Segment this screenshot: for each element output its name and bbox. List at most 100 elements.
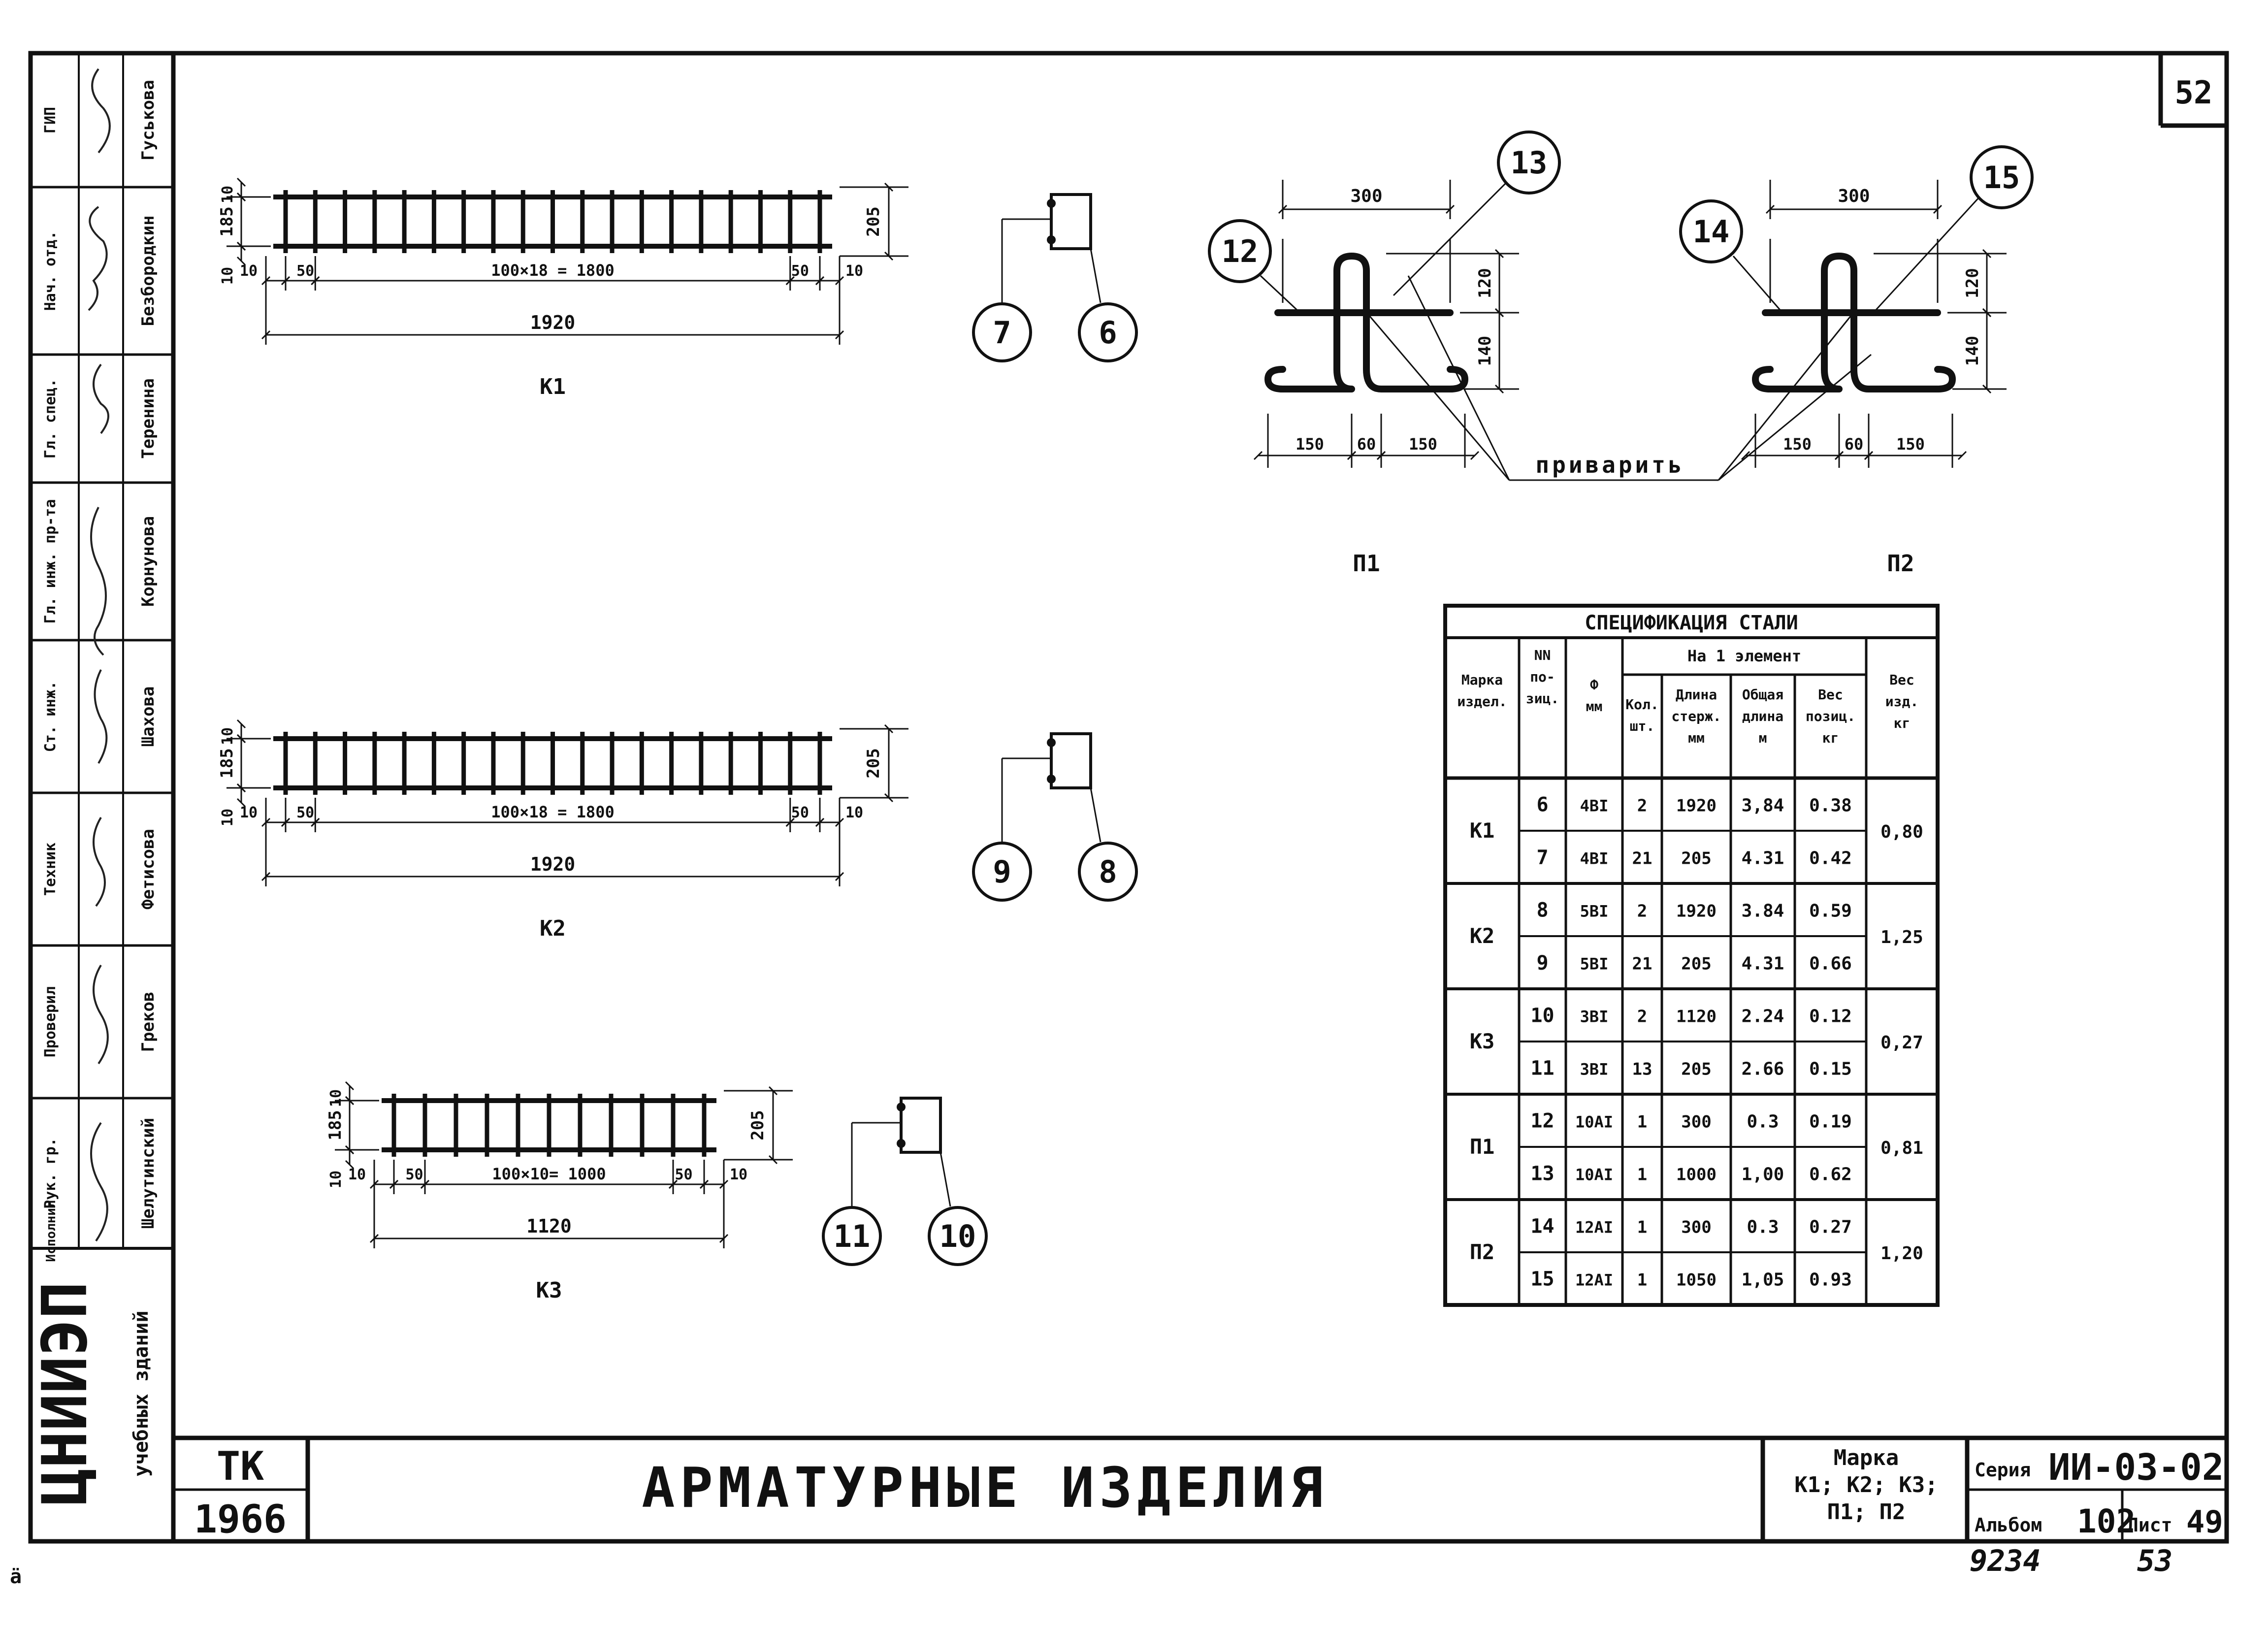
bottom-dim-label: 150 [1409,435,1437,454]
table-cell-dlina: 1920 [1676,796,1717,816]
table-header-nn: по- [1530,669,1555,685]
inner-height-label: 185 [217,748,237,778]
table-cell-ves: 0,80 [1880,822,1923,842]
bottom-dim-label: 150 [1783,435,1812,454]
h1-label: 120 [1963,268,1982,298]
year-label: 1966 [194,1498,287,1542]
position-9: 9 [993,854,1011,890]
top-edge-label: 10 [327,1089,345,1107]
table-cell-phi: 4ВI [1580,849,1609,868]
sheet-frame [28,51,2229,1544]
loop-mark-label: П1 [1353,550,1380,577]
table-cell-kol: 2 [1637,902,1647,921]
bottom-dim-label: 60 [1845,435,1864,454]
edge-right-label: 10 [845,804,863,821]
bottom-edge-label: 10 [219,267,236,285]
position-7-circle [972,302,1032,362]
weld-note: приварить [1368,275,1872,481]
right-end-label: 50 [791,804,809,821]
table-cell-obsh: 1,00 [1742,1165,1784,1185]
position-6: 6 [1099,315,1117,351]
total-label: 1120 [526,1215,572,1237]
position-9-circle [972,842,1032,902]
position-13: 13 [1511,145,1548,181]
table-cell-marka: К2 [1470,924,1495,948]
loop-bar [1767,253,1941,392]
table-cell-marka: К3 [1470,1029,1495,1053]
table-cell-ves-poz: 0.15 [1809,1059,1852,1079]
table-cell-marka: К1 [1470,818,1495,843]
loop-hook [1447,366,1468,392]
section-wire [1047,738,1056,747]
table-cell-obsh: 0.3 [1747,1217,1779,1237]
table-header-kol: шт. [1630,718,1655,734]
position-12: 12 [1222,233,1259,269]
stamp-role: Техник [42,843,59,896]
table-cell-phi: 12АI [1575,1271,1613,1290]
table-cell-dlina: 300 [1681,1218,1711,1237]
leader-line [1870,196,1980,316]
table-header-nn: NN [1534,647,1551,663]
h2-label: 140 [1475,336,1495,366]
leader-line [1260,275,1301,314]
table-cell-dlina: 300 [1681,1112,1711,1132]
table-cell-obsh: 0.3 [1747,1112,1779,1132]
table-cell-dlina: 205 [1681,1060,1711,1079]
mesh-mark-label: К2 [540,916,566,941]
inner-height-label: 185 [217,206,237,236]
table-header-ves_poz: Вес [1818,686,1843,703]
table-header-ves_poz: позиц. [1806,708,1855,724]
handwritten-number-1: 9234 [1970,1544,2041,1578]
position-15: 15 [1983,160,2020,195]
album-value: 102 [2077,1502,2136,1540]
table-cell-kol: 1 [1637,1270,1647,1290]
sheet-label: Лист [2127,1514,2172,1536]
table-cell-marka: П1 [1470,1135,1495,1159]
table-cell-kol: 2 [1637,796,1647,816]
table-cell-ves-poz: 0.59 [1809,901,1852,921]
table-header-obsh: Общая [1742,686,1783,703]
table-header-obsh: м [1759,730,1767,746]
position-6-circle [1078,302,1138,362]
position-11: 11 [834,1218,871,1254]
table-cell-obsh: 4.31 [1742,954,1784,974]
leader-line [1393,181,1508,296]
left-end-label: 50 [296,804,314,821]
marka-line-2: П1; П2 [1827,1499,1906,1525]
table-cell-phi: 5ВI [1580,902,1609,921]
position-15-circle [1970,145,2034,209]
table-header-kol: Кол. [1625,696,1658,713]
section-wire [1047,235,1056,244]
table-cell-obsh: 3.84 [1742,901,1784,921]
section-frame [1050,193,1092,250]
table-header-dlina: стерж. [1671,708,1721,724]
table-cell-ves-poz: 0.93 [1809,1270,1852,1290]
mesh-mark-label: К3 [536,1278,562,1303]
loop-hook [1752,366,1774,392]
loop-hook [1264,366,1286,392]
position-13-circle [1497,130,1561,195]
position-10: 10 [940,1218,976,1254]
leader-line [1732,256,1783,313]
loop-hook [1934,366,1956,392]
table-cell-ves-poz: 0.27 [1809,1217,1852,1237]
section-wire [1047,199,1056,208]
table-header-ves: изд. [1885,693,1918,710]
table-cell-kol: 21 [1632,849,1652,869]
table-cell-ves-poz: 0.19 [1809,1112,1852,1132]
section-wire [897,1103,906,1111]
top-dim-label: 300 [1350,186,1382,206]
stamp-name: Гуськова [138,80,158,161]
position-7: 7 [993,315,1011,351]
table-cell-dlina: 205 [1681,849,1711,869]
edge-left-label: 10 [240,262,258,280]
bottom-dim-label: 60 [1357,435,1376,454]
table-title: СПЕЦИФИКАЦИЯ СТАЛИ [1585,612,1798,634]
table-header-ves: кг [1894,715,1911,731]
stamp-role: Рук. гр. [42,1138,59,1209]
table-cell-nn: 8 [1536,899,1548,922]
